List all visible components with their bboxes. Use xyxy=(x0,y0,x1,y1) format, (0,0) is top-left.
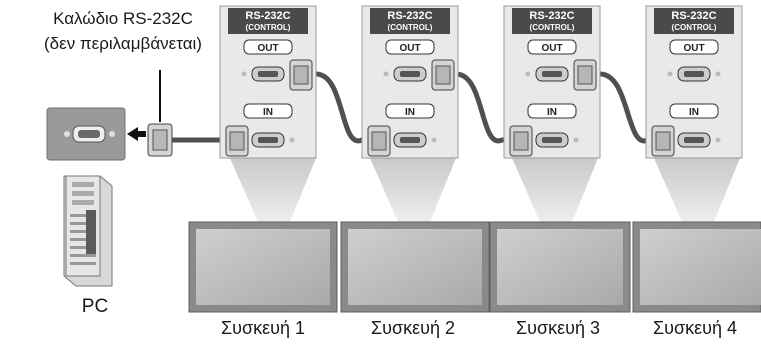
rs232-cable xyxy=(169,71,663,144)
in-port-label: IN xyxy=(547,107,557,118)
device-panel-4: RS-232C(CONTROL) OUT IN xyxy=(645,5,743,159)
in-port-label: IN xyxy=(405,107,415,118)
device-label-4: Συσκευή 4 xyxy=(653,318,737,338)
cable-title: Καλώδιο RS-232C xyxy=(53,9,193,28)
panel-header-sub: (CONTROL) xyxy=(246,23,291,32)
device-label-3: Συσκευή 3 xyxy=(516,318,600,338)
panel-header-main: RS-232C xyxy=(387,10,432,22)
device-panel-3: RS-232C(CONTROL) OUT IN xyxy=(503,5,601,159)
arrow-left-icon xyxy=(127,127,146,141)
in-port-label: IN xyxy=(263,107,273,118)
panel-header-main: RS-232C xyxy=(245,10,290,22)
device-panels: RS-232C(CONTROL)OUTINRS-232C(CONTROL)OUT… xyxy=(219,5,743,159)
panel-header-main: RS-232C xyxy=(529,10,574,22)
out-port-label: OUT xyxy=(541,43,562,54)
cable-subtitle: (δεν περιλαμβάνεται) xyxy=(44,34,202,53)
panel-header-sub: (CONTROL) xyxy=(388,23,433,32)
projection-beams xyxy=(230,158,740,222)
out-port-label: OUT xyxy=(257,43,278,54)
in-port-label: IN xyxy=(689,107,699,118)
panel-header-sub: (CONTROL) xyxy=(672,23,717,32)
device-label-2: Συσκευή 2 xyxy=(371,318,455,338)
pc-label: PC xyxy=(81,296,109,317)
screens xyxy=(188,221,761,313)
panel-header-sub: (CONTROL) xyxy=(530,23,575,32)
device-panel-1: RS-232C(CONTROL) OUT IN xyxy=(219,5,317,159)
pc-tower xyxy=(63,175,113,287)
device-panel-2: RS-232C(CONTROL) OUT IN xyxy=(361,5,459,159)
pc-port-box xyxy=(46,107,126,161)
connector-pc-end xyxy=(147,123,173,157)
panel-header-main: RS-232C xyxy=(671,10,716,22)
device-label-1: Συσκευή 1 xyxy=(221,318,305,338)
out-port-label: OUT xyxy=(683,43,704,54)
out-port-label: OUT xyxy=(399,43,420,54)
